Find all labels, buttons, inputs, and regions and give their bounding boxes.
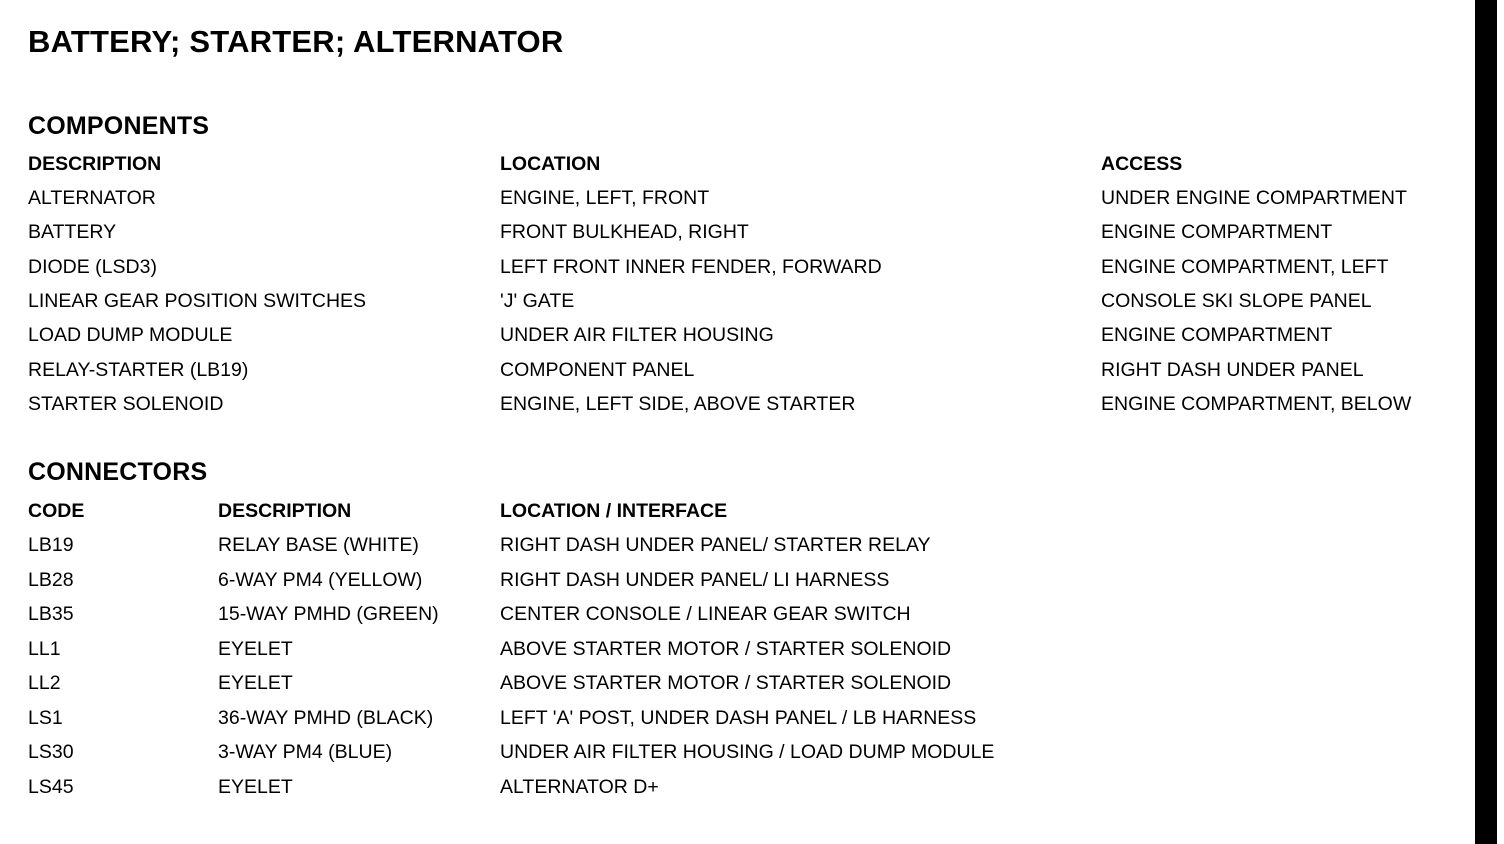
table-row: RELAY-STARTER (LB19) COMPONENT PANEL RIGHT… [0, 358, 1504, 392]
components-header-row: DESCRIPTION LOCATION ACCESS [0, 152, 1504, 186]
connector-code: LB28 [28, 568, 74, 591]
table-row: LS45 EYELET ALTERNATOR D+ [0, 775, 1504, 809]
component-location: 'J' GATE [500, 289, 575, 312]
component-access: RIGHT DASH UNDER PANEL [1101, 358, 1364, 381]
connector-code: LS1 [28, 706, 63, 729]
connector-description: RELAY BASE (WHITE) [218, 534, 419, 556]
table-row: STARTER SOLENOID ENGINE, LEFT SIDE, ABOVE… [0, 392, 1504, 426]
table-row: DIODE (LSD3) LEFT FRONT INNER FENDER, FOR… [0, 255, 1504, 289]
right-margin-black-bar [1475, 0, 1497, 844]
table-row: LB19 RELAY BASE (WHITE) RIGHT DASH UNDER P… [0, 533, 1504, 567]
table-row: LS30 3-WAY PM4 (BLUE) UNDER AIR FILTER HOU… [0, 740, 1504, 774]
component-access: ENGINE COMPARTMENT [1101, 221, 1333, 244]
table-row: LS1 36-WAY PMHD (BLACK) LEFT 'A' POST, UND… [0, 706, 1504, 740]
connector-location-interface: LEFT 'A' POST, UNDER DASH PANEL / LB HAR… [500, 706, 977, 729]
table-row: LINEAR GEAR POSITION SWITCHES 'J' GATE CON… [0, 289, 1504, 323]
table-row: BATTERY FRONT BULKHEAD, RIGHT ENGINE COMPA… [0, 220, 1504, 254]
connector-description: EYELET [218, 672, 293, 694]
table-row: LL1 EYELET ABOVE STARTER MOTOR / STARTER S… [0, 637, 1504, 671]
component-description: STARTER SOLENOID [28, 392, 224, 415]
connector-code: LB19 [28, 534, 74, 556]
connector-location-interface: UNDER AIR FILTER HOUSING / LOAD DUMP MOD… [500, 741, 995, 763]
component-location: COMPONENT PANEL [500, 358, 695, 381]
connector-code: LS45 [28, 775, 74, 798]
connector-location-interface: ALTERNATOR D+ [500, 775, 659, 798]
connector-description: EYELET [218, 775, 293, 798]
connector-description: 3-WAY PM4 (BLUE) [218, 741, 393, 763]
connector-location-interface: RIGHT DASH UNDER PANEL/ STARTER RELAY [500, 534, 931, 556]
component-access: UNDER ENGINE COMPARTMENT [1101, 187, 1407, 209]
components-column-header-access: ACCESS [1101, 153, 1183, 175]
connector-location-interface: CENTER CONSOLE / LINEAR GEAR SWITCH [500, 603, 911, 625]
components-section-heading: COMPONENTS [28, 112, 210, 140]
connector-code: LL1 [28, 637, 61, 660]
component-access: ENGINE COMPARTMENT, LEFT [1101, 255, 1389, 278]
table-row: LB28 6-WAY PM4 (YELLOW) RIGHT DASH UNDER P… [0, 568, 1504, 602]
connector-description: 6-WAY PM4 (YELLOW) [218, 568, 423, 591]
component-description: LOAD DUMP MODULE [28, 324, 233, 347]
connectors-column-header-description: DESCRIPTION [218, 500, 352, 522]
connector-location-interface: RIGHT DASH UNDER PANEL/ LI HARNESS [500, 568, 890, 591]
component-location: FRONT BULKHEAD, RIGHT [500, 221, 749, 244]
component-access: ENGINE COMPARTMENT, BELOW [1101, 392, 1412, 415]
connector-location-interface: ABOVE STARTER MOTOR / STARTER SOLENOID [500, 672, 952, 694]
component-access: CONSOLE SKI SLOPE PANEL [1101, 289, 1372, 312]
component-description: ALTERNATOR [28, 187, 156, 209]
table-row: LB35 15-WAY PMHD (GREEN) CENTER CONSOLE / … [0, 602, 1504, 636]
component-description: RELAY-STARTER (LB19) [28, 358, 249, 381]
component-description: LINEAR GEAR POSITION SWITCHES [28, 289, 367, 312]
page-title: BATTERY; STARTER; ALTERNATOR [28, 24, 564, 59]
table-row: ALTERNATOR ENGINE, LEFT, FRONT UNDER ENGIN… [0, 186, 1504, 220]
table-row: LOAD DUMP MODULE UNDER AIR FILTER HOUSING… [0, 323, 1504, 357]
components-column-header-location: LOCATION [500, 153, 601, 175]
connectors-header-row: CODE DESCRIPTION LOCATION / INTERFACE [0, 499, 1504, 533]
connector-code: LL2 [28, 672, 61, 694]
component-access: ENGINE COMPARTMENT [1101, 324, 1333, 347]
connector-code: LS30 [28, 741, 74, 763]
component-location: ENGINE, LEFT SIDE, ABOVE STARTER [500, 392, 856, 415]
component-location: LEFT FRONT INNER FENDER, FORWARD [500, 255, 882, 278]
component-location: UNDER AIR FILTER HOUSING [500, 324, 774, 347]
connectors-section-heading: CONNECTORS [28, 458, 208, 486]
connector-description: 36-WAY PMHD (BLACK) [218, 706, 434, 729]
component-description: BATTERY [28, 221, 117, 244]
connectors-column-header-location-interface: LOCATION / INTERFACE [500, 500, 728, 522]
connector-code: LB35 [28, 603, 74, 625]
component-location: ENGINE, LEFT, FRONT [500, 187, 710, 209]
components-column-header-description: DESCRIPTION [28, 153, 162, 175]
connector-description: 15-WAY PMHD (GREEN) [218, 603, 439, 625]
table-row: LL2 EYELET ABOVE STARTER MOTOR / STARTER S… [0, 671, 1504, 705]
component-description: DIODE (LSD3) [28, 255, 157, 278]
connector-description: EYELET [218, 637, 293, 660]
connectors-column-header-code: CODE [28, 500, 85, 522]
connector-location-interface: ABOVE STARTER MOTOR / STARTER SOLENOID [500, 637, 952, 660]
